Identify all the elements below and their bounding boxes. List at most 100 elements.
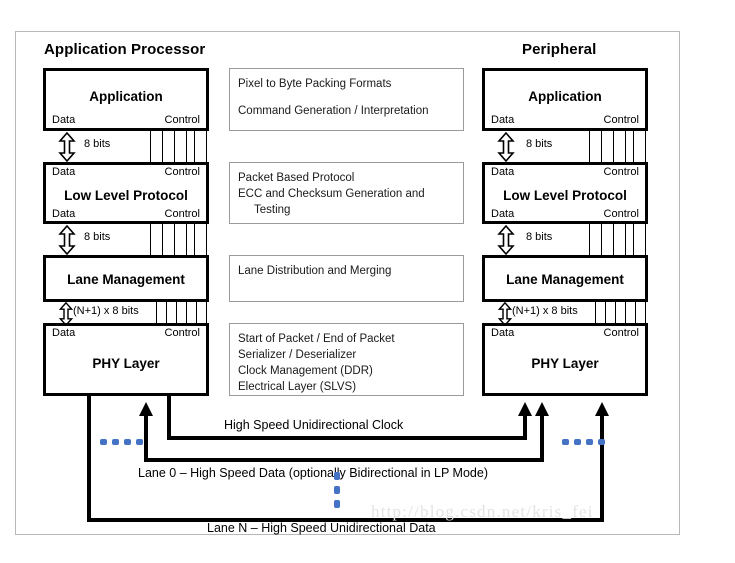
ap-control-bus-app-llp-2 xyxy=(162,131,164,162)
ph-bus-width-app-llp: 8 bits xyxy=(526,138,553,150)
ap-control-bus-lane-phy-3 xyxy=(176,302,178,323)
ap-control-bus-llp-lane-1 xyxy=(150,224,152,255)
ph-control-bus-app-llp-6 xyxy=(645,131,647,162)
lane0-link-label: Lane 0 – High Speed Data (optionally Bid… xyxy=(138,466,488,480)
ap-phy-layer-box[interactable]: Data Control PHY Layer xyxy=(43,323,209,396)
ph-control-bus-llp-lane-4 xyxy=(625,224,627,255)
ph-application-label: Application xyxy=(528,89,602,104)
clock-link-label: High Speed Unidirectional Clock xyxy=(224,418,404,432)
ph-control-bus-app-llp-1 xyxy=(589,131,591,162)
ap-llp-control-port-top: Control xyxy=(164,166,200,178)
lanen-wire-vertical-right xyxy=(600,415,604,522)
ap-llp-data-port-bottom: Data xyxy=(52,208,76,220)
ap-control-bus-llp-lane-3 xyxy=(174,224,176,255)
lane0-wire-vertical-left xyxy=(144,415,148,462)
lanen-link-label: Lane N – High Speed Unidirectional Data xyxy=(207,521,436,535)
ap-control-bus-app-llp-4 xyxy=(186,131,188,162)
ap-control-bus-lane-phy-1 xyxy=(156,302,158,323)
ap-control-bus-app-llp-6 xyxy=(206,131,208,162)
lane0-arrow-head-right xyxy=(535,402,549,416)
ap-llp-data-port-top: Data xyxy=(52,166,76,178)
ph-low-level-protocol-box[interactable]: Data Control Low Level Protocol Data Con… xyxy=(482,162,648,224)
ph-application-control-port: Control xyxy=(603,114,639,126)
ph-control-bus-lane-phy-1 xyxy=(595,302,597,323)
ap-phy-layer-label: PHY Layer xyxy=(92,356,160,371)
ph-bus-width-lane-phy: (N+1) x 8 bits xyxy=(512,305,578,317)
column-title-peripheral: Peripheral xyxy=(522,41,597,58)
ph-phy-control-port: Control xyxy=(603,327,639,339)
application-description-box: Pixel to Byte Packing Formats Command Ge… xyxy=(229,68,464,131)
ph-llp-data-port-top: Data xyxy=(491,166,515,178)
ap-control-bus-llp-lane-4 xyxy=(186,224,188,255)
ph-low-level-protocol-label: Low Level Protocol xyxy=(503,188,627,203)
ph-control-bus-llp-lane-1 xyxy=(589,224,591,255)
ap-low-level-protocol-box[interactable]: Data Control Low Level Protocol Data Con… xyxy=(43,162,209,224)
phy-desc-line-4: Electrical Layer (SLVS) xyxy=(238,381,357,393)
ph-bus-arrow-app-llp xyxy=(497,132,515,162)
ap-control-bus-app-llp-1 xyxy=(150,131,152,162)
ph-control-bus-app-llp-4 xyxy=(625,131,627,162)
ph-phy-layer-box[interactable]: Data Control PHY Layer xyxy=(482,323,648,396)
ph-control-bus-llp-lane-5 xyxy=(633,224,635,255)
lane-ellipsis-middle-dots xyxy=(334,472,340,508)
phy-layer-description-box: Start of Packet / End of Packet Serializ… xyxy=(229,323,464,396)
ap-bus-width-app-llp: 8 bits xyxy=(84,138,111,150)
lanen-wire-vertical-left xyxy=(87,396,91,522)
ph-control-bus-app-llp-5 xyxy=(633,131,635,162)
ap-control-bus-lane-phy-2 xyxy=(166,302,168,323)
ph-llp-data-port-bottom: Data xyxy=(491,208,515,220)
ap-application-control-port: Control xyxy=(164,114,200,126)
diagram-frame: Application Processor Peripheral Applica… xyxy=(15,31,680,535)
lowlevel-desc-line-2: ECC and Checksum Generation and xyxy=(238,188,425,200)
lowlevel-desc-line-1: Packet Based Protocol xyxy=(238,172,355,184)
lowlevel-desc-line-3: Testing xyxy=(254,204,291,216)
ap-bus-width-llp-lane: 8 bits xyxy=(84,231,111,243)
lane-ellipsis-left-dots xyxy=(100,439,143,445)
ph-application-box[interactable]: Application Data Control xyxy=(482,68,648,131)
ap-control-bus-llp-lane-6 xyxy=(206,224,208,255)
ap-lane-management-box[interactable]: Lane Management xyxy=(43,255,209,302)
ph-control-bus-lane-phy-5 xyxy=(635,302,637,323)
lane-management-description-box: Lane Distribution and Merging xyxy=(229,255,464,302)
ph-bus-arrow-llp-lane xyxy=(497,225,515,255)
ph-control-bus-llp-lane-2 xyxy=(601,224,603,255)
ph-phy-layer-label: PHY Layer xyxy=(531,356,599,371)
lane-ellipsis-right-dots xyxy=(562,439,605,445)
ph-llp-control-port-top: Control xyxy=(603,166,639,178)
ph-llp-control-port-bottom: Control xyxy=(603,208,639,220)
ph-bus-width-llp-lane: 8 bits xyxy=(526,231,553,243)
phy-desc-line-2: Serializer / Deserializer xyxy=(238,349,357,361)
clock-arrow-head xyxy=(518,402,532,416)
lane0-wire-horizontal xyxy=(144,458,544,462)
ap-control-bus-llp-lane-5 xyxy=(194,224,196,255)
ap-control-bus-lane-phy-5 xyxy=(196,302,198,323)
ap-low-level-protocol-label: Low Level Protocol xyxy=(64,188,188,203)
ap-bus-arrow-app-llp xyxy=(58,132,76,162)
ph-control-bus-llp-lane-3 xyxy=(613,224,615,255)
ph-lane-management-box[interactable]: Lane Management xyxy=(482,255,648,302)
ap-llp-control-port-bottom: Control xyxy=(164,208,200,220)
ap-application-label: Application xyxy=(89,89,163,104)
phy-desc-line-1: Start of Packet / End of Packet xyxy=(238,333,395,345)
ap-lane-management-label: Lane Management xyxy=(67,272,185,287)
lane0-arrow-head-left xyxy=(139,402,153,416)
clock-wire-vertical-left xyxy=(167,396,171,440)
ph-application-data-port: Data xyxy=(491,114,515,126)
ph-control-bus-llp-lane-6 xyxy=(645,224,647,255)
ph-phy-data-port: Data xyxy=(491,327,515,339)
column-title-application-processor: Application Processor xyxy=(44,41,206,58)
ap-phy-data-port: Data xyxy=(52,327,76,339)
ph-control-bus-app-llp-2 xyxy=(601,131,603,162)
ap-application-data-port: Data xyxy=(52,114,76,126)
ap-control-bus-lane-phy-6 xyxy=(206,302,208,323)
ap-control-bus-app-llp-5 xyxy=(194,131,196,162)
ph-lane-management-label: Lane Management xyxy=(506,272,624,287)
ph-control-bus-lane-phy-2 xyxy=(605,302,607,323)
lane-desc-line-1: Lane Distribution and Merging xyxy=(238,265,392,277)
ph-control-bus-lane-phy-4 xyxy=(625,302,627,323)
ap-application-box[interactable]: Application Data Control xyxy=(43,68,209,131)
lane0-wire-vertical-right xyxy=(540,415,544,462)
ph-control-bus-lane-phy-3 xyxy=(615,302,617,323)
low-level-protocol-description-box: Packet Based Protocol ECC and Checksum G… xyxy=(229,162,464,224)
lanen-wire-horizontal xyxy=(87,518,604,522)
